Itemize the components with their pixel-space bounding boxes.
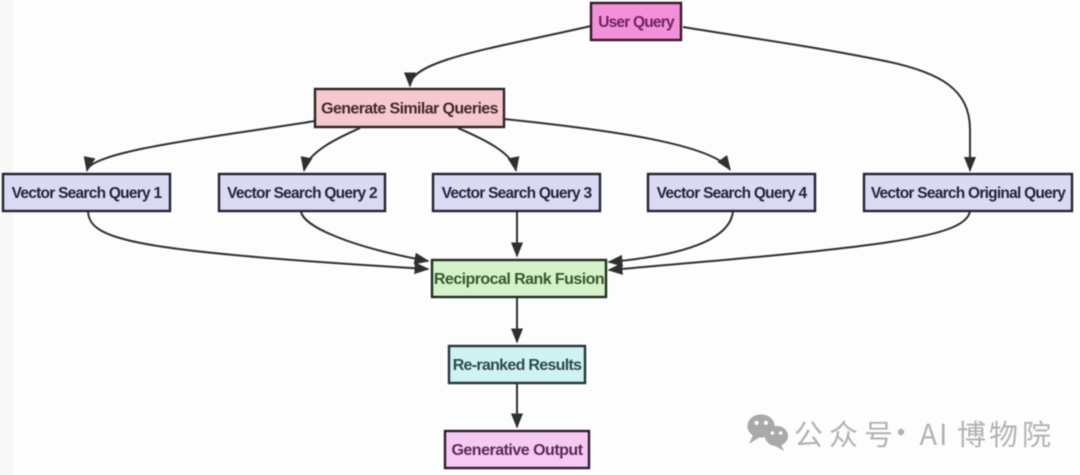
svg-text:Vector Search Original Query: Vector Search Original Query — [871, 185, 1066, 202]
svg-text:Reciprocal Rank Fusion: Reciprocal Rank Fusion — [434, 271, 604, 288]
svg-text:Vector Search Query 2: Vector Search Query 2 — [227, 185, 377, 202]
svg-text:Vector Search Query 4: Vector Search Query 4 — [657, 185, 808, 202]
svg-text:Vector Search Query 3: Vector Search Query 3 — [442, 185, 593, 202]
svg-text:Vector Search Query 1: Vector Search Query 1 — [12, 185, 163, 202]
svg-text:User Query: User Query — [598, 14, 675, 31]
svg-text:Generate Similar Queries: Generate Similar Queries — [321, 101, 499, 118]
svg-text:Generative Output: Generative Output — [451, 442, 583, 459]
svg-text:Re-ranked Results: Re-ranked Results — [453, 357, 582, 374]
